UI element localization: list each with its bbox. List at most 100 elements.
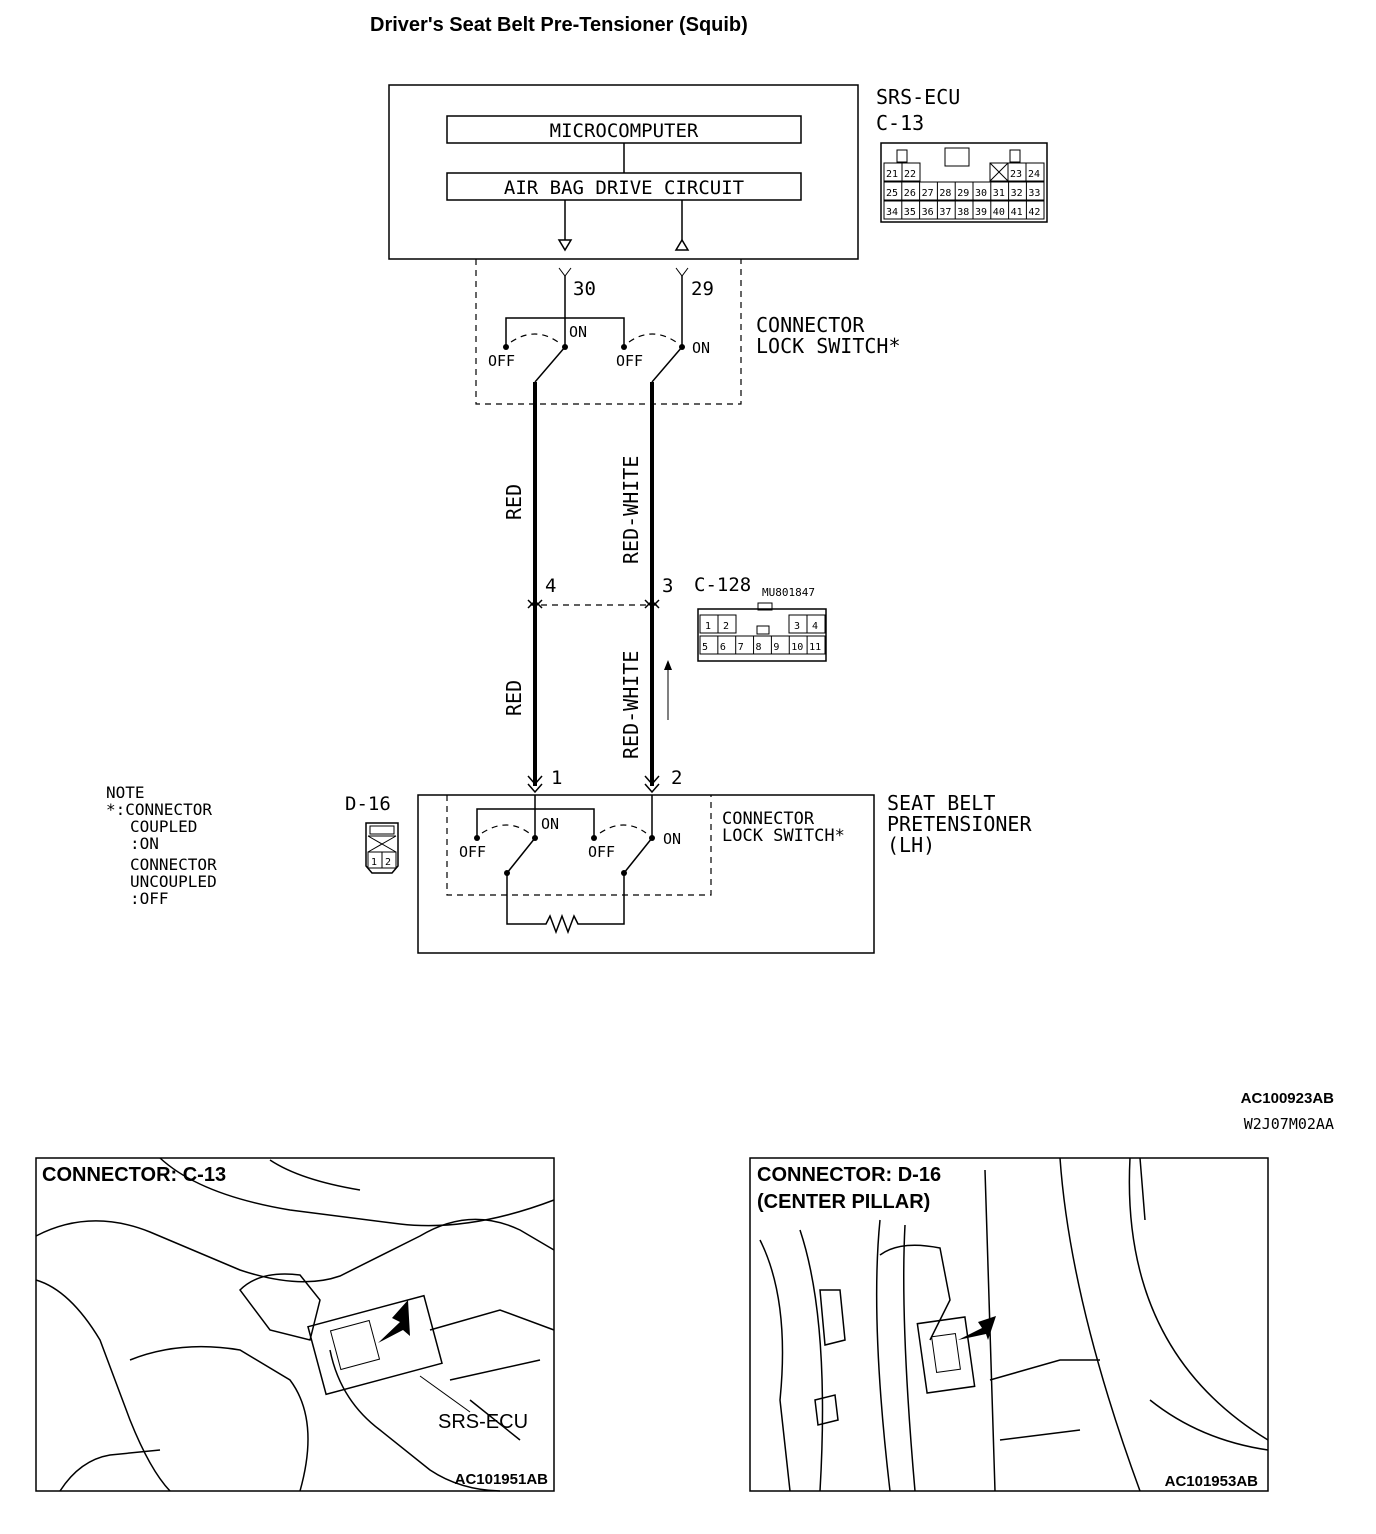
pin-39: 39 [975,207,987,218]
photo-c13-title: CONNECTOR: C-13 [42,1164,226,1186]
c128-part-number: MU801847 [762,586,815,599]
output-triangle-down [557,239,573,252]
wire-color-red-white-lower: RED-WHITE [619,651,643,759]
d16-connector-pinout: 1 2 [365,822,399,874]
d16-connector-label: D-16 [345,793,391,815]
switch-on-left: ON [569,323,587,341]
c128-pin-7: 7 [738,642,744,653]
output-triangle-up [674,238,690,251]
pin-36: 36 [922,207,934,218]
pin-29-label: 29 [691,278,714,300]
lower-lock-switch-label-2: LOCK SWITCH* [722,826,845,846]
c128-pin-3: 3 [794,621,800,632]
wire-color-red-white-upper: RED-WHITE [619,456,643,564]
pin-4-label: 4 [545,575,556,597]
drive-circuit-label: AIR BAG DRIVE CIRCUIT [504,177,744,199]
pin-42: 42 [1028,207,1040,218]
pretensioner-label-1: SEAT BELT [887,791,995,815]
lower-switch-on-right: ON [663,830,681,848]
photo-connector-c13: CONNECTOR: C-13 SRS-ECU AC101951AB [35,1157,555,1492]
lower-switch-off-right: OFF [588,843,615,861]
pin-37: 37 [939,207,951,218]
upper-connector-lock-switch: 30 29 ON OFF OFF ON [475,259,742,405]
note-line-5: CONNECTOR [130,855,217,874]
photo-c13-id: AC101951AB [455,1471,549,1488]
lower-switch-on-left: ON [541,815,559,833]
switch-off-right: OFF [616,352,643,370]
pin-41: 41 [1011,207,1023,218]
pin-3-label: 3 [662,575,673,597]
diagram-title: Driver's Seat Belt Pre-Tensioner (Squib) [370,14,748,36]
c128-connector-label: C-128 [694,574,751,596]
note-block: NOTE *:CONNECTOR COUPLED :ON CONNECTOR U… [106,783,217,908]
d16-arrow-icon [958,1316,996,1340]
c13-arrow-icon [378,1300,410,1343]
squib-resistor [506,873,625,935]
d16-pin-1: 1 [371,857,377,868]
pin-27: 27 [922,188,934,199]
c128-pin-2: 2 [723,621,729,632]
pin-31: 31 [993,188,1005,199]
pretensioner-label-2: PRETENSIONER [887,812,1032,836]
note-line-7: :OFF [130,889,169,908]
pin-24: 24 [1028,169,1040,180]
c128-pin-4: 4 [812,621,818,632]
upper-lock-switch-label-2: LOCK SWITCH* [756,334,901,358]
harness-wires: RED RED-WHITE RED RED-WHITE [502,382,672,786]
diagram-id: AC100923AB [1241,1090,1335,1107]
note-line-1: NOTE [106,783,145,802]
photo-c13-callout: SRS-ECU [438,1411,528,1433]
c128-pin-6: 6 [720,642,726,653]
pin-30: 30 [975,188,987,199]
seat-belt-pretensioner: 1 2 ON OFF OFF ON CONNECTOR LOCK SWITCH* [417,767,875,954]
upper-lock-switch-label-1: CONNECTOR [756,313,865,337]
pretensioner-label-3: (LH) [887,833,935,857]
d16-pin-2: 2 [385,857,391,868]
pin-22: 22 [904,169,916,180]
pin-25: 25 [886,188,898,199]
note-line-4: :ON [130,834,159,853]
photo-d16-title-1: CONNECTOR: D-16 [757,1164,941,1186]
photo-d16-id: AC101953AB [1165,1473,1259,1490]
note-line-2: *:CONNECTOR [106,800,212,819]
ecu-name-label: SRS-ECU [876,85,960,109]
lower-lock-switch-label-1: CONNECTOR [722,809,815,829]
pin-26: 26 [904,188,916,199]
pin-29: 29 [957,188,969,199]
pin-23: 23 [1010,169,1022,180]
note-line-3: COUPLED [130,817,197,836]
c128-pin-9: 9 [773,642,779,653]
c128-pin-8: 8 [756,642,762,653]
photo-d16-title-2: (CENTER PILLAR) [757,1191,930,1213]
pin-28: 28 [939,188,951,199]
lower-switch-off-left: OFF [459,843,486,861]
pin-1-label: 1 [551,767,562,789]
pin-35: 35 [904,207,916,218]
srs-ecu-unit: MICROCOMPUTER AIR BAG DRIVE CIRCUIT [388,84,859,260]
switch-off-left: OFF [488,352,515,370]
pin-33: 33 [1028,188,1040,199]
c128-pin-1: 1 [705,621,711,632]
switch-on-right: ON [692,339,710,357]
pin-30-label: 30 [573,278,596,300]
c128-pin-11: 11 [809,642,821,653]
pin-32: 32 [1011,188,1023,199]
pin-40: 40 [993,207,1005,218]
ecu-connector-label: C-13 [876,111,924,135]
photo-connector-d16: CONNECTOR: D-16 (CENTER PILLAR) AC101953… [749,1157,1269,1492]
c128-pin-5: 5 [702,642,708,653]
pin-34: 34 [886,207,898,218]
wire-color-red-upper: RED [502,484,526,520]
wire-color-red-lower: RED [502,680,526,716]
pin-2-label: 2 [671,767,682,789]
air-bag-drive-circuit-block [446,172,802,201]
microcomputer-label: MICROCOMPUTER [550,120,699,142]
c128-junction: 4 3 [527,575,673,609]
note-line-6: UNCOUPLED [130,872,217,891]
pin-38: 38 [957,207,969,218]
diagram-sub-id: W2J07M02AA [1244,1115,1334,1133]
c128-pin-10: 10 [791,642,803,653]
